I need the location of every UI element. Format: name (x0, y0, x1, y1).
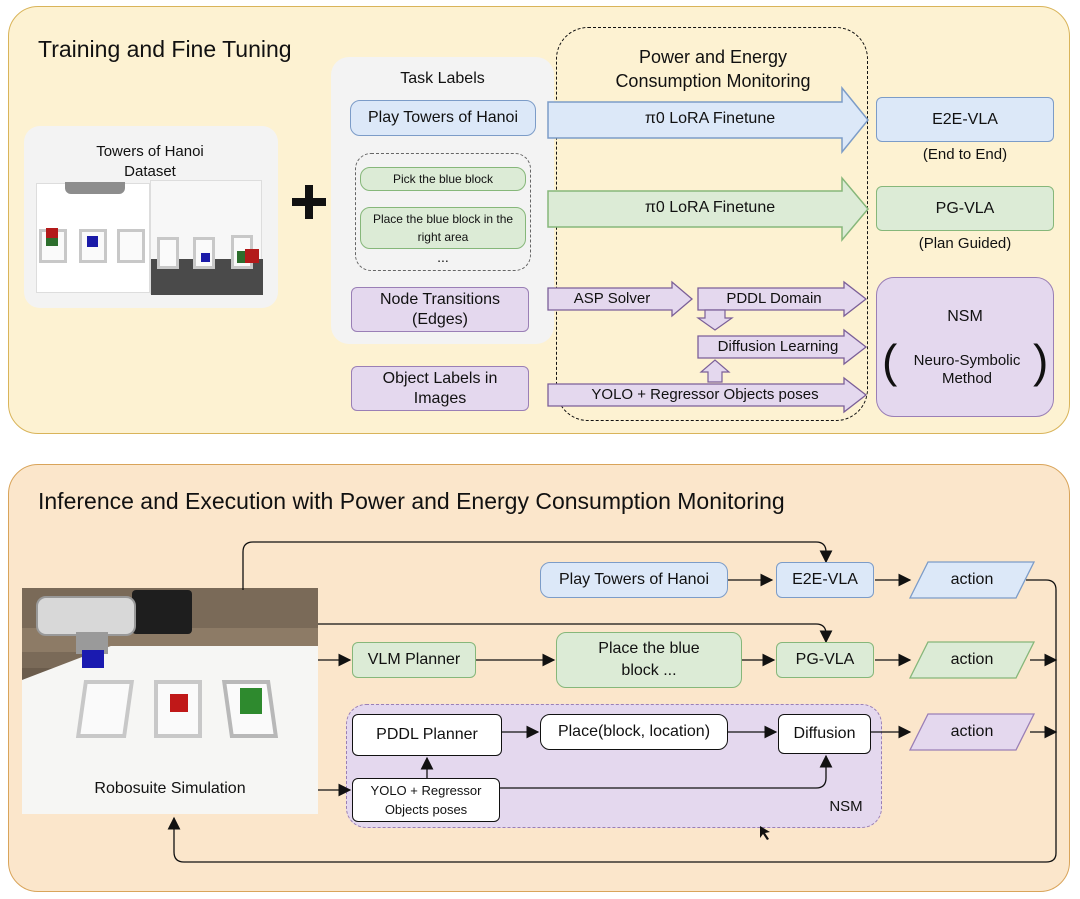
place-blue-text: Place the blue block ... (598, 640, 700, 679)
yolo-up-arrow (699, 359, 731, 383)
yolo-label: YOLO + Regressor Objects poses (591, 386, 819, 403)
place-blue-bubble: Place the blue block ... (556, 632, 742, 688)
nsm-left-paren: ( (882, 335, 898, 387)
e2e-vla-node-text: E2E-VLA (792, 571, 858, 588)
yolo-regressor-text: YOLO + Regressor Objects poses (370, 783, 482, 817)
play-towers-bubble: Play Towers of Hanoi (540, 562, 728, 598)
nsm-box (876, 277, 1054, 417)
object-labels-text: Object Labels in Images (382, 369, 498, 407)
diffusion-text: Diffusion (793, 725, 856, 742)
monitoring-title: Power and Energy Consumption Monitoring (615, 47, 811, 91)
dataset-image-1 (36, 182, 150, 293)
pg-vla-text: PG-VLA (935, 199, 995, 217)
yolo-regressor-box: YOLO + Regressor Objects poses (352, 778, 500, 822)
pg-vla-box: PG-VLA (876, 186, 1054, 231)
node-transitions-text: Node Transitions (Edges) (379, 290, 501, 328)
yolo-arrow (547, 376, 868, 414)
simulation-label: Robosuite Simulation (94, 780, 246, 797)
nsm-region-label: NSM (829, 798, 863, 815)
simulation-image (22, 588, 318, 814)
pddl-down-arrow (696, 309, 734, 331)
asp-arrow (547, 280, 694, 318)
pg-sub: (Plan Guided) (918, 235, 1012, 252)
e2e-sub: (End to End) (922, 146, 1008, 163)
asp-solver-label: ASP Solver (573, 290, 651, 307)
subtask-group (355, 153, 531, 271)
pddl-planner-text: PDDL Planner (376, 726, 478, 743)
nsm-label: NSM (947, 308, 983, 325)
diffusion-learning-label: Diffusion Learning (717, 338, 839, 355)
place-label-bubble: Place the blue block in the right area (360, 207, 526, 249)
vlm-planner-box: VLM Planner (352, 642, 476, 678)
sim-to-e2e-line (242, 541, 833, 590)
pg-vla-node: PG-VLA (776, 642, 874, 678)
lora-finetune-1: π0 LoRA Finetune (644, 110, 776, 127)
object-labels-box: Object Labels in Images (351, 366, 529, 411)
pick-label-bubble: Pick the blue block (360, 167, 526, 191)
sim-to-pg-line (318, 623, 833, 644)
plus-icon-vertical (305, 185, 313, 219)
play-label-text: Play Towers of Hanoi (368, 109, 518, 126)
subtask-ellipsis: ... (437, 249, 449, 265)
yolo-to-diffusion-line (500, 754, 833, 789)
action-shape-1 (908, 561, 1036, 599)
action-shape-2 (908, 641, 1036, 679)
task-labels-title: Task Labels (400, 70, 485, 87)
action-label-3: action (950, 723, 994, 740)
lora-arrow-2 (547, 175, 869, 243)
training-title: Training and Fine Tuning (38, 36, 292, 62)
play-towers-text: Play Towers of Hanoi (559, 571, 709, 588)
pddl-domain-label: PDDL Domain (726, 290, 822, 307)
diffusion-learning-arrow (697, 328, 868, 366)
pddl-planner-box: PDDL Planner (352, 714, 502, 756)
pg-vla-node-text: PG-VLA (795, 651, 855, 668)
nsm-right-paren: ) (1033, 335, 1049, 387)
inference-title: Inference and Execution with Power and E… (38, 488, 785, 514)
action-label-2: action (950, 651, 994, 668)
lora-finetune-2: π0 LoRA Finetune (644, 199, 776, 216)
place-fn-text: Place(block, location) (557, 723, 711, 740)
dataset-image-2 (150, 180, 263, 295)
node-transitions-box: Node Transitions (Edges) (351, 287, 529, 332)
e2e-vla-box: E2E-VLA (876, 97, 1054, 142)
pick-label-text: Pick the blue block (392, 172, 494, 186)
place-label-text: Place the blue block in the right area (372, 212, 514, 244)
place-fn-bubble: Place(block, location) (540, 714, 728, 750)
action-shape-3 (908, 713, 1036, 751)
feedback-loop-line (167, 579, 1057, 863)
action-label-1: action (950, 571, 994, 588)
e2e-vla-text: E2E-VLA (932, 110, 998, 128)
diffusion-box: Diffusion (778, 714, 871, 754)
lora-arrow-1 (547, 85, 869, 155)
dataset-label: Towers of Hanoi Dataset (96, 143, 204, 180)
nsm-sub: Neuro-Symbolic Method (913, 352, 1021, 387)
vlm-planner-text: VLM Planner (367, 651, 461, 668)
cursor-icon (760, 826, 770, 840)
e2e-vla-node: E2E-VLA (776, 562, 874, 598)
play-label-bubble: Play Towers of Hanoi (350, 100, 536, 136)
